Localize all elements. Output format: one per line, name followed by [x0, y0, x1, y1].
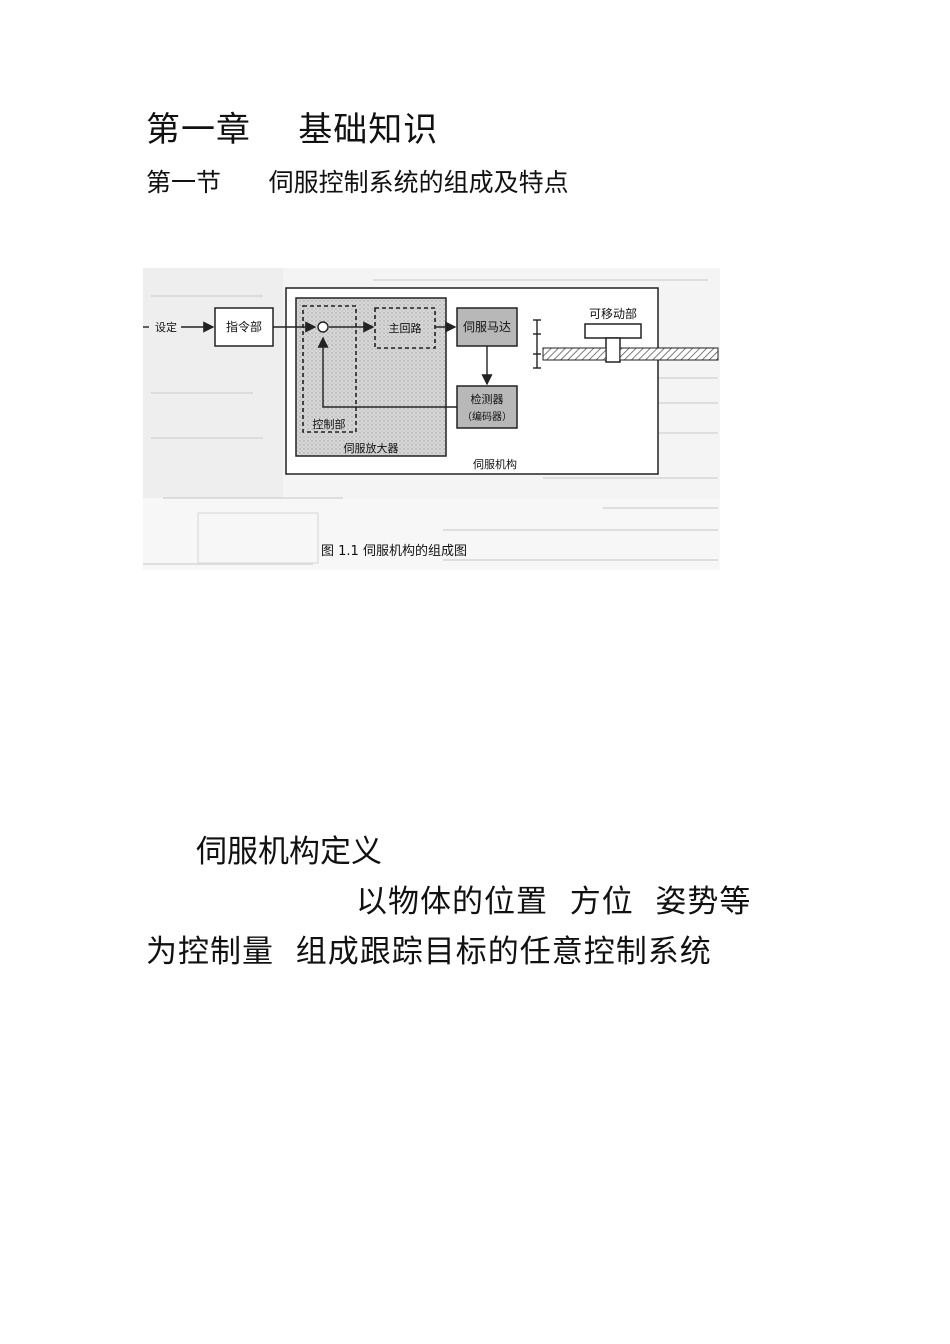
main-circuit-box	[374, 307, 436, 349]
lead-screw-left	[542, 347, 607, 361]
label-setting: 设定	[155, 320, 177, 334]
definition-line-2: 为控制量 组成跟踪目标的任意控制系统	[146, 934, 712, 970]
signal-arrows	[143, 321, 493, 408]
lead-screw-right	[619, 347, 719, 361]
scan-left-shade	[143, 268, 283, 498]
chapter-title: 第一章 基础知识	[146, 110, 439, 150]
label-servo-motor: 伺服马达	[463, 320, 511, 334]
definition-line-1: 以物体的位置 方位 姿势等	[356, 884, 752, 920]
label-servo-mechanism: 伺服机构	[473, 457, 517, 471]
movable-part-top	[584, 323, 642, 339]
faint-box	[197, 512, 319, 564]
definition-title: 伺服机构定义	[196, 834, 382, 870]
figure-caption: 图 1.1 伺服机构的组成图	[321, 543, 467, 559]
movable-part-stem	[605, 337, 621, 363]
label-encoder: （编码器）	[462, 410, 512, 423]
label-servo-amplifier: 伺服放大器	[344, 441, 399, 455]
coupling-bracket	[533, 319, 541, 369]
control-unit-box	[302, 305, 357, 433]
scan-bottom-shade	[143, 498, 720, 570]
section-title: 第一节 伺服控制系统的组成及特点	[146, 168, 569, 197]
label-movable-part: 可移动部	[589, 306, 637, 321]
label-command-unit: 指令部	[226, 319, 262, 334]
servo-mechanism-figure: 设定 指令部 主回路 伺服马达 可移动部 检测器 （编码器） 控制部 伺服放大器…	[143, 268, 720, 570]
label-main-circuit: 主回路	[389, 322, 422, 335]
label-control-unit: 控制部	[313, 417, 346, 431]
summing-junction	[317, 321, 329, 333]
label-detector: 检测器	[471, 392, 504, 406]
command-unit-box	[214, 307, 274, 347]
servo-motor-box	[456, 307, 518, 347]
detector-box	[456, 385, 518, 429]
